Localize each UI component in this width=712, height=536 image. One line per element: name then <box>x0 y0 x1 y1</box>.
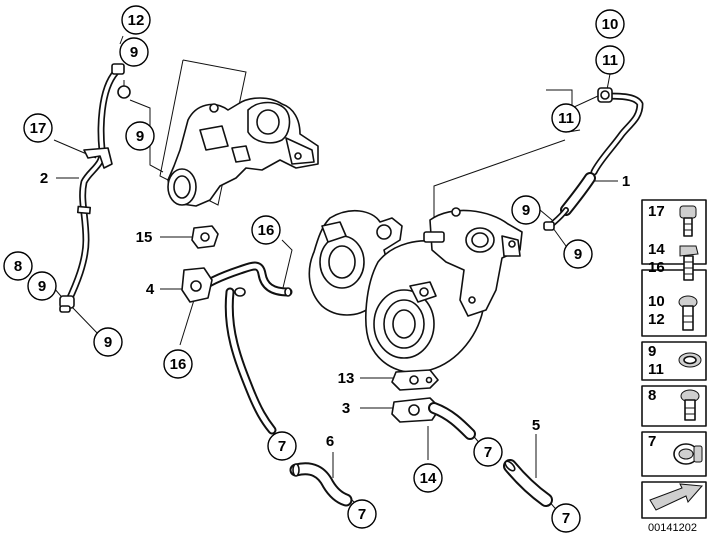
callout-9: 9 <box>511 195 541 225</box>
legend-7: 7 <box>648 433 656 450</box>
part-label-3: 3 <box>342 400 350 417</box>
banjo-bolt-top <box>117 85 131 99</box>
part-label-13: 13 <box>338 370 355 387</box>
callout-11: 11 <box>595 45 625 75</box>
arrow-icon <box>649 483 704 511</box>
gasket-15 <box>191 225 219 249</box>
oil-return-pipe-4 <box>181 261 293 435</box>
callout-circle <box>3 251 33 281</box>
callout-circle <box>23 113 53 143</box>
callout-circle <box>251 215 281 245</box>
callout-label: 9 <box>130 44 138 61</box>
callout-label: 9 <box>104 334 112 351</box>
callout-label: 7 <box>278 438 286 455</box>
part-label-5: 5 <box>532 417 540 434</box>
callout-circle <box>27 271 57 301</box>
callout-circle <box>595 9 625 39</box>
callout-16: 16 <box>163 349 193 379</box>
legend-14: 14 <box>648 241 665 258</box>
callout-label: 17 <box>30 120 47 137</box>
legend-17: 17 <box>648 203 665 220</box>
banjo-bolt-icon <box>679 205 697 237</box>
hollow-bolt-icon <box>678 295 698 331</box>
part-label-2: 2 <box>40 170 48 187</box>
callout-9: 9 <box>93 327 123 357</box>
callout-circle <box>347 499 377 529</box>
callout-label: 11 <box>602 52 618 69</box>
callout-7: 7 <box>551 503 581 533</box>
legend-16: 16 <box>648 259 665 276</box>
callout-circle <box>125 121 155 151</box>
callout-9: 9 <box>119 37 149 67</box>
oil-return-pipe-3 <box>391 397 476 440</box>
callout-label: 9 <box>38 278 46 295</box>
callout-label: 12 <box>128 12 145 29</box>
callout-circle <box>119 37 149 67</box>
callout-circle <box>93 327 123 357</box>
legend-panel: 17 14 16 10 12 9 11 <box>641 199 707 534</box>
callout-9: 9 <box>125 121 155 151</box>
hex-bolt-icon <box>679 245 699 281</box>
callout-9: 9 <box>563 239 593 269</box>
callout-7: 7 <box>347 499 377 529</box>
callout-11: 11 <box>551 103 581 133</box>
callout-label: 9 <box>522 202 530 219</box>
callout-label: 7 <box>484 444 492 461</box>
seal-ring-icon <box>678 352 702 368</box>
callout-label: 16 <box>258 222 275 239</box>
hose-5 <box>503 459 553 507</box>
part-label-1: 1 <box>622 173 630 190</box>
callout-label: 11 <box>558 110 574 127</box>
callout-circle <box>163 349 193 379</box>
callout-7: 7 <box>473 437 503 467</box>
callout-label: 16 <box>170 356 187 373</box>
legend-11: 11 <box>648 361 664 378</box>
callout-circle <box>595 45 625 75</box>
callout-9: 9 <box>27 271 57 301</box>
hose-clamp-icon <box>673 443 703 465</box>
callout-10: 10 <box>595 9 625 39</box>
hose-6 <box>289 462 353 507</box>
oil-line-2 <box>59 63 131 313</box>
part-label-15: 15 <box>136 229 153 246</box>
callout-circle <box>551 103 581 133</box>
callout-label: 10 <box>602 16 619 33</box>
callout-12: 12 <box>121 5 151 35</box>
callout-circle <box>473 437 503 467</box>
legend-8: 8 <box>648 387 656 404</box>
main-turbocharger <box>308 207 523 374</box>
plain-label-group: 2 15 4 1 13 36 5 <box>40 170 630 450</box>
part-label-6: 6 <box>326 433 334 450</box>
callout-17: 17 <box>23 113 53 143</box>
small-turbocharger <box>167 97 319 207</box>
callout-7: 7 <box>267 431 297 461</box>
callout-8: 8 <box>3 251 33 281</box>
callout-label: 14 <box>420 470 437 487</box>
document-number: 00141202 <box>648 522 697 534</box>
callout-circle <box>563 239 593 269</box>
callout-circle <box>551 503 581 533</box>
callout-label: 9 <box>136 128 144 145</box>
callout-circle <box>267 431 297 461</box>
legend-10: 10 <box>648 293 665 310</box>
callout-circle <box>413 463 443 493</box>
callout-16: 16 <box>251 215 281 245</box>
part-label-4: 4 <box>146 281 155 298</box>
callout-label: 9 <box>574 246 582 263</box>
callout-label: 7 <box>358 506 366 523</box>
callout-14: 14 <box>413 463 443 493</box>
legend-9: 9 <box>648 343 656 360</box>
gasket-13 <box>391 369 439 391</box>
hollow-screw-icon <box>680 389 700 421</box>
callout-circle <box>511 195 541 225</box>
callout-label: 8 <box>14 258 22 275</box>
legend-12: 12 <box>648 311 665 328</box>
callout-circle <box>121 5 151 35</box>
callout-label: 7 <box>562 510 570 527</box>
oil-feed-line-1 <box>543 87 644 231</box>
